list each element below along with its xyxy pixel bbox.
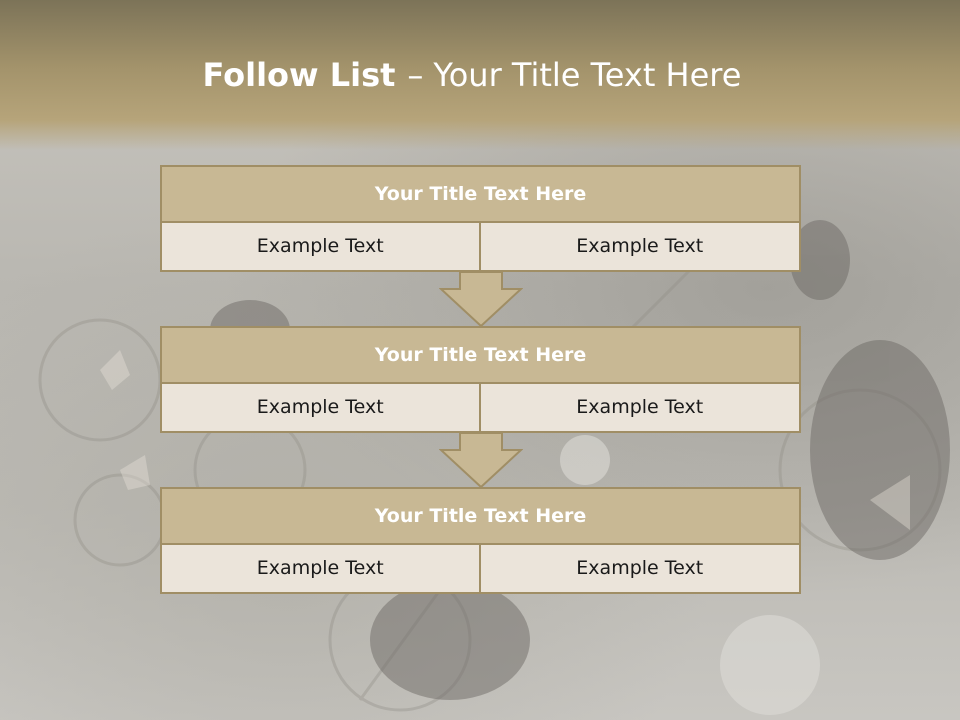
block-title: Your Title Text Here: [160, 487, 801, 545]
block-title: Your Title Text Here: [160, 165, 801, 223]
slide-title-bold: Follow List: [202, 56, 396, 94]
block-cell-right: Example Text: [480, 223, 801, 272]
slide-title-separator: –: [407, 56, 424, 94]
list-block-2: Your Title Text Here Example Text Exampl…: [160, 326, 801, 433]
block-cell-right: Example Text: [480, 384, 801, 433]
block-title: Your Title Text Here: [160, 326, 801, 384]
slide-title-rest: Your Title Text Here: [433, 56, 742, 94]
block-row: Example Text Example Text: [160, 545, 801, 594]
list-block-1: Your Title Text Here Example Text Exampl…: [160, 165, 801, 272]
block-cell-left: Example Text: [160, 545, 481, 594]
block-row: Example Text Example Text: [160, 384, 801, 433]
block-row: Example Text Example Text: [160, 223, 801, 272]
block-cell-right: Example Text: [480, 545, 801, 594]
block-cell-left: Example Text: [160, 384, 481, 433]
down-arrow-icon: [439, 272, 523, 328]
block-cell-left: Example Text: [160, 223, 481, 272]
slide-title: Follow List–Your Title Text Here: [0, 52, 944, 98]
down-arrow-icon: [439, 433, 523, 489]
header-band: [0, 0, 960, 150]
list-block-3: Your Title Text Here Example Text Exampl…: [160, 487, 801, 594]
